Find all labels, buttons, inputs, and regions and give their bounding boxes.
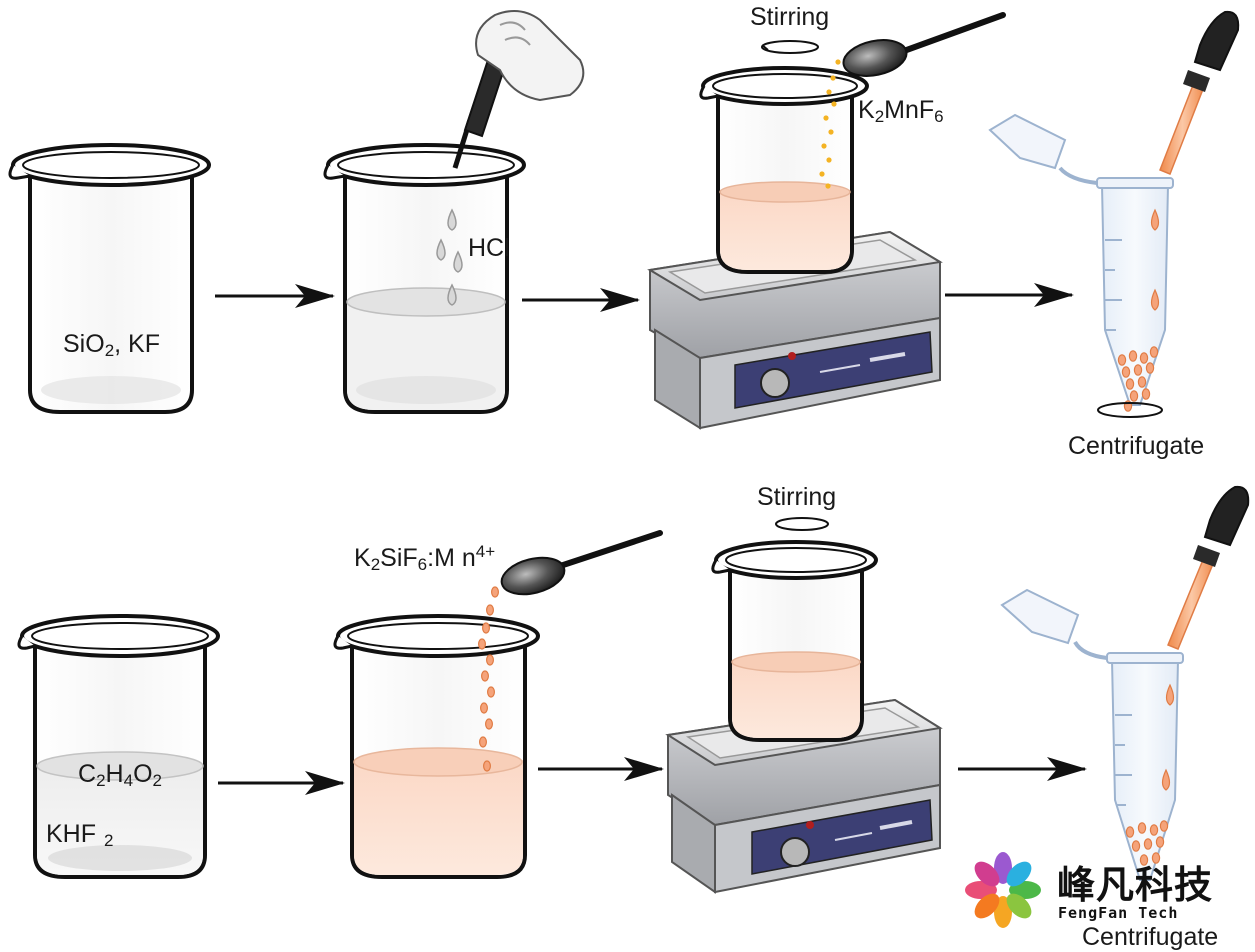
beaker-k2sif6-mn: [333, 614, 540, 879]
watermark-brand-en: FengFan Tech: [1058, 904, 1179, 922]
pipette-dropper-top: [1159, 10, 1240, 175]
centrifuge-rotation-icon-top: [1097, 402, 1163, 418]
hcl-drops: [436, 208, 463, 306]
tube-precipitate-bottom: [1125, 820, 1169, 866]
label-centrifugate-top: Centrifugate: [1068, 432, 1205, 460]
pipette-dropper-bottom: [1167, 485, 1250, 650]
label-c2h4o2: C2H4O2: [78, 760, 162, 790]
label-stirring-bottom: Stirring: [757, 483, 837, 511]
beaker-hcl: [323, 143, 526, 414]
label-centrifugate-bottom: Centrifugate: [1082, 923, 1219, 951]
beaker-stirring-bottom: [711, 540, 878, 742]
k2sif6-orange-particles: [478, 586, 500, 772]
label-k2sif6-mn4: K2SiF6:M n4+: [354, 542, 496, 574]
fengfan-logo-icon: [965, 852, 1041, 928]
micropipette-gloved-hand: [452, 10, 585, 169]
stir-rotation-icon-top: [761, 40, 819, 54]
tube-precipitate-top: [1117, 346, 1159, 412]
spoon-bottom: [500, 530, 663, 596]
watermark-brand-cn: 峰凡科技: [1057, 863, 1214, 907]
beaker-c2h4o2-khf2: [17, 614, 220, 879]
label-hcl: HCl: [468, 234, 510, 262]
label-sio2-kf: SiO2, KF: [63, 330, 160, 360]
beaker-stirring-top: [699, 66, 869, 274]
spoon-top: [842, 12, 1006, 77]
stir-rotation-icon-bottom: [775, 517, 829, 531]
centrifuge-tube-bottom: [1000, 588, 1184, 881]
label-k2mnf6: K2MnF6: [858, 96, 944, 126]
k2mnf6-gold-particles: [819, 59, 841, 189]
label-stirring-top: Stirring: [750, 3, 830, 31]
beaker-sio2-kf: [8, 143, 211, 414]
